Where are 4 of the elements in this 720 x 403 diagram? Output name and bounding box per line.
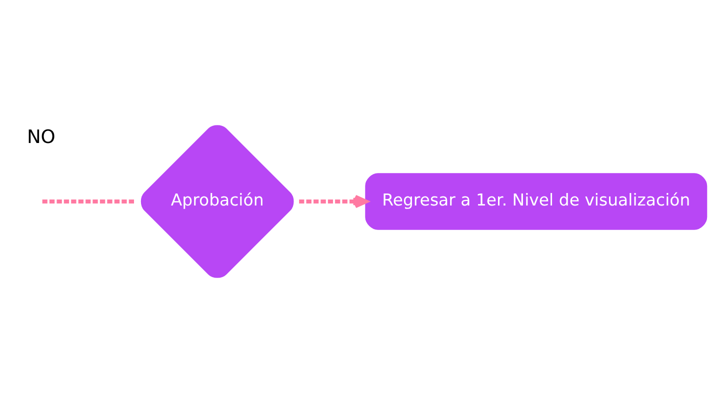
node-box: Regresar a 1er. Nivel de visualización xyxy=(365,173,708,230)
arrow xyxy=(299,194,368,208)
connector xyxy=(42,199,136,204)
label: NO xyxy=(26,127,56,148)
